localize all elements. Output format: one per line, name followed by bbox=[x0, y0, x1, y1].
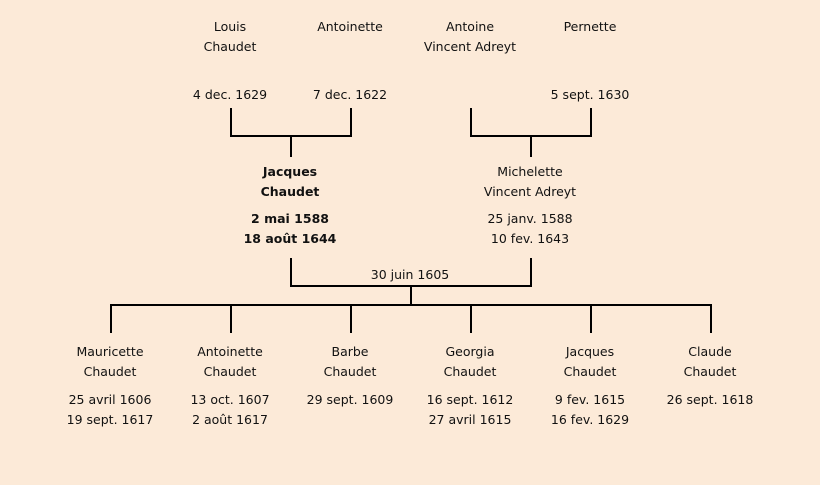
connector-line bbox=[350, 108, 352, 137]
person-birth-date: 29 sept. 1609 bbox=[306, 392, 394, 407]
connector-line bbox=[470, 108, 472, 137]
connector-line bbox=[230, 108, 232, 137]
connector-line bbox=[350, 304, 352, 333]
connector-line bbox=[530, 135, 532, 157]
connector-line bbox=[530, 258, 532, 287]
child-jacques-chaudet: Jacques Chaudet 9 fev. 1615 16 fev. 1629 bbox=[520, 342, 660, 430]
person-death-date: 19 sept. 1617 bbox=[66, 412, 154, 427]
child-antoinette-chaudet: Antoinette Chaudet 13 oct. 1607 2 août 1… bbox=[160, 342, 300, 430]
connector-line bbox=[410, 285, 412, 306]
person-death-date: 16 fev. 1629 bbox=[550, 412, 630, 427]
person-birth-date: 2 mai 1588 bbox=[251, 211, 329, 226]
person-death-date: 2 août 1617 bbox=[192, 412, 268, 427]
person-birth-date: 25 avril 1606 bbox=[68, 392, 152, 407]
person-birth-date: 13 oct. 1607 bbox=[190, 392, 270, 407]
person-name: Mauricette bbox=[76, 344, 144, 359]
connector-line bbox=[110, 304, 712, 306]
child-georgia-chaudet: Georgia Chaudet 16 sept. 1612 27 avril 1… bbox=[400, 342, 540, 430]
person-birth-date: 16 sept. 1612 bbox=[426, 392, 514, 407]
person-name: Antoine bbox=[445, 19, 495, 34]
connector-line bbox=[590, 108, 592, 137]
marriage-date: 30 juin 1605 bbox=[370, 267, 450, 282]
person-name: Jacques bbox=[565, 344, 615, 359]
person-name: Chaudet bbox=[563, 364, 617, 379]
connector-line bbox=[290, 258, 292, 287]
person-name: Vincent Adreyt bbox=[483, 184, 577, 199]
connector-line bbox=[110, 304, 112, 333]
person-antoine-vincent-adreyt: Antoine Vincent Adreyt bbox=[400, 17, 540, 57]
person-name: Claude bbox=[688, 344, 732, 359]
person-antoinette: Antoinette 7 dec. 1622 bbox=[280, 17, 420, 105]
person-pernette: Pernette 5 sept. 1630 bbox=[520, 17, 660, 105]
person-name: Chaudet bbox=[203, 364, 257, 379]
person-name: Chaudet bbox=[83, 364, 137, 379]
connector-line bbox=[470, 304, 472, 333]
person-name: Antoinette bbox=[317, 19, 383, 34]
connector-line bbox=[590, 304, 592, 333]
person-name: Jacques bbox=[262, 164, 318, 179]
connector-line bbox=[230, 304, 232, 333]
person-name: Vincent Adreyt bbox=[423, 39, 517, 54]
child-barbe-chaudet: Barbe Chaudet 29 sept. 1609 bbox=[280, 342, 420, 410]
person-name: Louis bbox=[213, 19, 247, 34]
person-louis-chaudet: Louis Chaudet 4 dec. 1629 bbox=[160, 17, 300, 105]
person-name: Chaudet bbox=[260, 184, 320, 199]
person-death-date: 5 sept. 1630 bbox=[550, 87, 630, 102]
person-michelette-vincent-adreyt: Michelette Vincent Adreyt 25 janv. 1588 … bbox=[460, 162, 600, 249]
person-birth-date: 9 fev. 1615 bbox=[554, 392, 626, 407]
person-death-date: 10 fev. 1643 bbox=[490, 231, 570, 246]
person-jacques-chaudet-parent: Jacques Chaudet 2 mai 1588 18 août 1644 bbox=[220, 162, 360, 249]
person-name: Georgia bbox=[445, 344, 495, 359]
child-claude-chaudet: Claude Chaudet 26 sept. 1618 bbox=[640, 342, 780, 410]
connector-line bbox=[710, 304, 712, 333]
person-death-date: 4 dec. 1629 bbox=[192, 87, 268, 102]
person-name: Chaudet bbox=[203, 39, 257, 54]
person-name: Chaudet bbox=[323, 364, 377, 379]
person-death-date: 18 août 1644 bbox=[243, 231, 337, 246]
person-name: Chaudet bbox=[443, 364, 497, 379]
person-name: Antoinette bbox=[197, 344, 263, 359]
person-birth-date: 26 sept. 1618 bbox=[666, 392, 754, 407]
connector-line bbox=[290, 135, 292, 157]
person-name: Chaudet bbox=[683, 364, 737, 379]
person-name: Michelette bbox=[497, 164, 563, 179]
person-death-date: 27 avril 1615 bbox=[428, 412, 512, 427]
person-death-date: 7 dec. 1622 bbox=[312, 87, 388, 102]
person-name: Barbe bbox=[331, 344, 369, 359]
child-mauricette-chaudet: Mauricette Chaudet 25 avril 1606 19 sept… bbox=[40, 342, 180, 430]
person-birth-date: 25 janv. 1588 bbox=[487, 211, 573, 226]
person-name: Pernette bbox=[563, 19, 617, 34]
